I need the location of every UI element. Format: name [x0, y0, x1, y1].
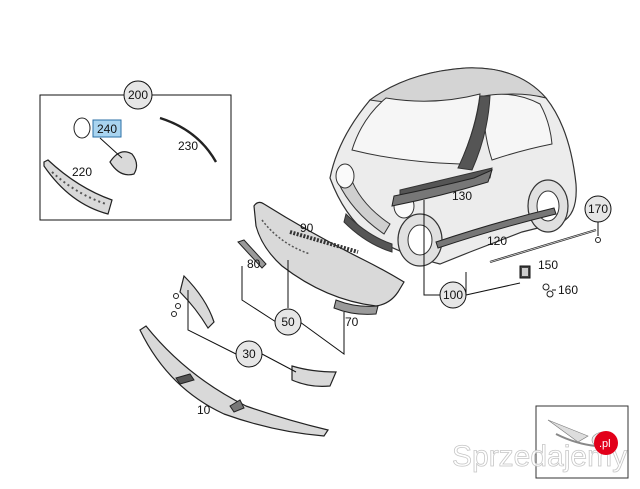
part-90-strip — [289, 230, 359, 254]
callout-100: 100 — [439, 281, 467, 309]
part-230-strip — [159, 116, 218, 163]
group-30-leader — [187, 290, 237, 355]
part-170-clip — [595, 237, 601, 243]
group-50-leader — [241, 266, 277, 323]
part-70-grille — [333, 299, 379, 315]
callout-170-label: 170 — [588, 202, 608, 216]
callout-100-label: 100 — [443, 288, 463, 302]
callout-50: 50 — [274, 308, 302, 336]
part-70-label: 70 — [345, 315, 359, 329]
part-230-label: 230 — [178, 139, 198, 153]
callout-170: 170 — [584, 195, 612, 223]
callout-30: 30 — [235, 340, 263, 368]
part-240-label: 240 — [97, 122, 117, 136]
part-80-label: 80 — [247, 257, 261, 271]
group-200-frame — [39, 94, 232, 221]
part-150-clip — [519, 265, 531, 279]
part-160-label: 160 — [558, 283, 578, 297]
part-220-label: 220 — [72, 165, 92, 179]
part-front-bumper-cover — [253, 201, 405, 307]
part-side-bracket — [171, 274, 215, 329]
callout-50-label: 50 — [281, 315, 295, 329]
group-100-leader-b — [465, 282, 521, 296]
part-160-screws — [542, 283, 554, 298]
group-100-leader — [423, 200, 440, 296]
group-30-leader-b — [261, 353, 297, 373]
watermark-badge — [594, 431, 618, 455]
callout-30-label: 30 — [242, 347, 256, 361]
part-10-label: 10 — [197, 403, 211, 417]
watermark-badge-text: .pl — [599, 438, 611, 450]
callout-200: 200 — [123, 80, 153, 110]
part-130-label: 130 — [452, 189, 472, 203]
part-10-spoiler — [139, 325, 329, 437]
part-240-highlight — [92, 119, 122, 138]
car-illustration — [329, 67, 577, 267]
part-90-label: 90 — [300, 221, 314, 235]
group-50-leader-b — [299, 312, 345, 355]
part-150-label: 150 — [538, 258, 558, 272]
part-corner-piece — [291, 365, 337, 387]
part-220-grille — [43, 159, 113, 215]
part-80-grille — [237, 239, 267, 269]
callout-200-label: 200 — [128, 88, 148, 102]
part-240-mirror — [73, 117, 138, 176]
part-120-label: 120 — [487, 234, 507, 248]
